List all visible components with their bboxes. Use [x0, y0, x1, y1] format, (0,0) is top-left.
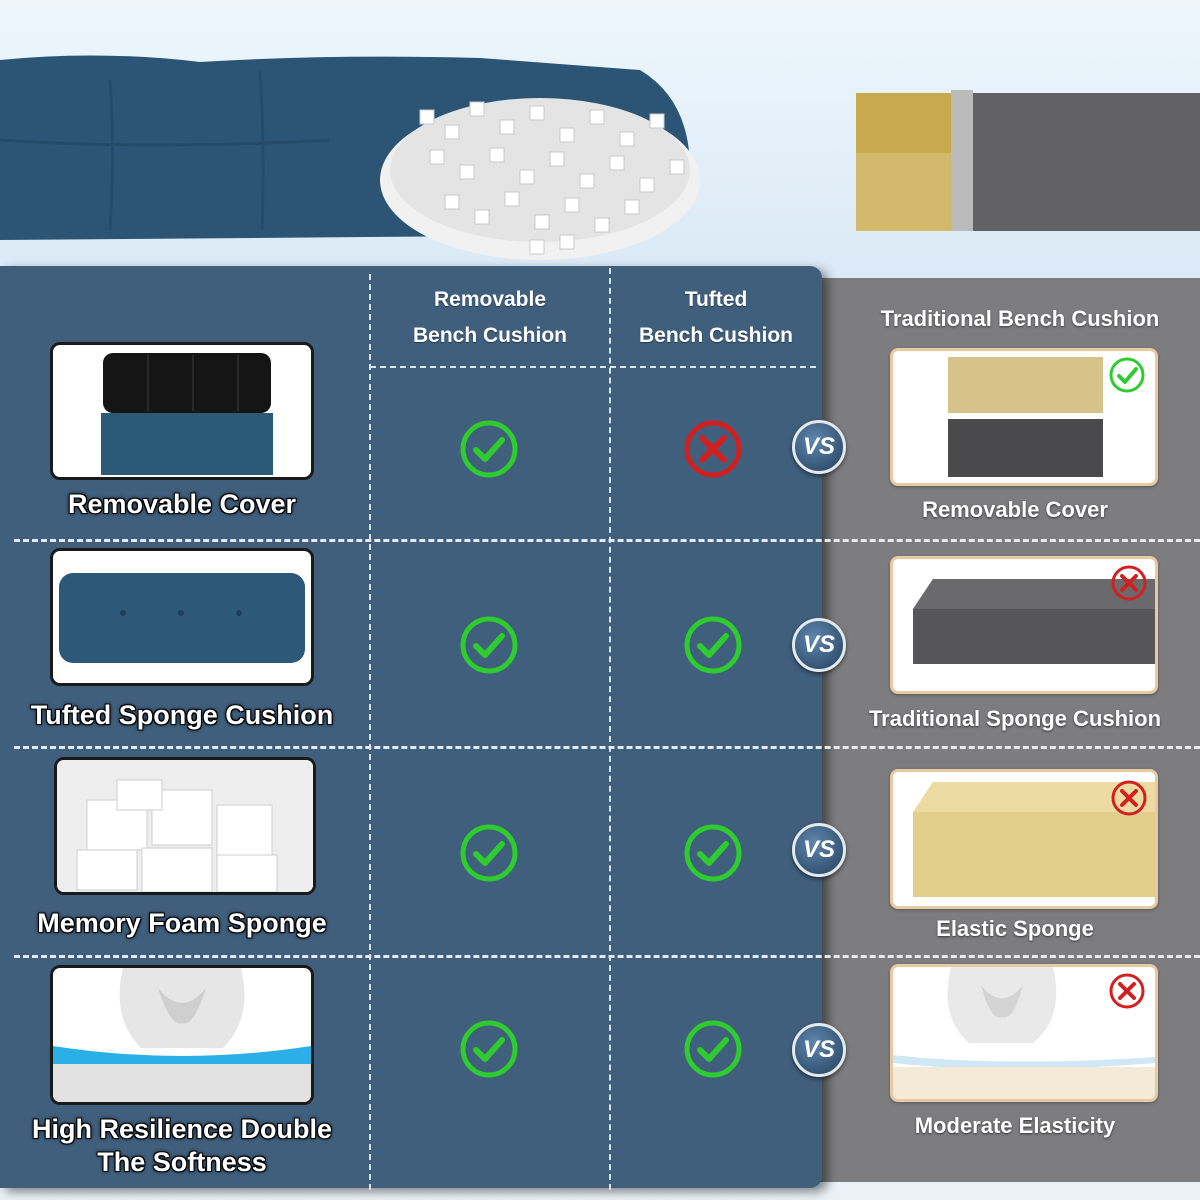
check-circle-icon — [684, 824, 742, 882]
column-header-line: Bench Cushion — [412, 324, 567, 347]
feature-label-line: High Resilience Double — [31, 1114, 333, 1144]
vs-badge-icon: VS — [792, 420, 846, 474]
feature-image-tufted-sponge — [50, 548, 314, 686]
check-circle-icon — [460, 616, 518, 674]
vs-badge-icon: VS — [792, 618, 846, 672]
feature-label: Memory Foam Sponge — [0, 907, 364, 940]
feature-label: High Resilience Double The Softness — [0, 1113, 364, 1179]
traditional-feature-label: Elastic Sponge — [936, 916, 1094, 941]
column-divider — [369, 274, 371, 1190]
column-header-line: Tufted — [684, 288, 748, 311]
hero-traditional-cushion-image — [856, 90, 1200, 231]
feature-label-line: Tufted Sponge Cushion — [30, 700, 334, 730]
feature-image-removable-cover — [50, 342, 314, 480]
hero-tufted-cushion-image — [0, 55, 700, 260]
feature-label-line: Removable Cover — [67, 489, 297, 519]
column-divider — [609, 268, 611, 1190]
feature-label: Tufted Sponge Cushion — [0, 699, 364, 732]
traditional-image-moderate — [890, 964, 1158, 1102]
row-divider — [14, 955, 1200, 958]
row-divider — [14, 539, 1200, 542]
row-divider — [14, 746, 1200, 749]
check-circle-icon — [684, 616, 742, 674]
feature-image-memory-foam — [54, 757, 316, 895]
check-circle-icon — [684, 1020, 742, 1078]
feature-label-line: The Softness — [97, 1147, 267, 1177]
column-header-line: Removable — [433, 288, 547, 311]
traditional-feature-label: Removable Cover — [922, 497, 1108, 522]
feature-label-line: Memory Foam Sponge — [37, 908, 327, 938]
vs-badge-icon: VS — [792, 1023, 846, 1077]
column-header-line: Bench Cushion — [638, 324, 793, 347]
column-header-removable: Removable Bench Cushion — [372, 282, 608, 354]
feature-label: Removable Cover — [0, 488, 364, 521]
cross-circle-icon — [684, 420, 742, 478]
traditional-image-cover — [890, 348, 1158, 486]
vs-badge-icon: VS — [792, 823, 846, 877]
header-divider — [370, 366, 816, 368]
check-circle-icon — [460, 420, 518, 478]
traditional-image-elastic — [890, 769, 1158, 909]
check-circle-icon — [460, 824, 518, 882]
traditional-feature-label: Moderate Elasticity — [914, 1113, 1116, 1138]
check-circle-icon — [460, 1020, 518, 1078]
feature-image-high-resilience — [50, 965, 314, 1105]
traditional-image-sponge — [890, 556, 1158, 694]
traditional-feature-label: Traditional Sponge Cushion — [868, 706, 1162, 731]
column-header-tufted: Tufted Bench Cushion — [612, 282, 820, 354]
column-header-traditional: Traditional Bench Cushion — [880, 306, 1160, 331]
